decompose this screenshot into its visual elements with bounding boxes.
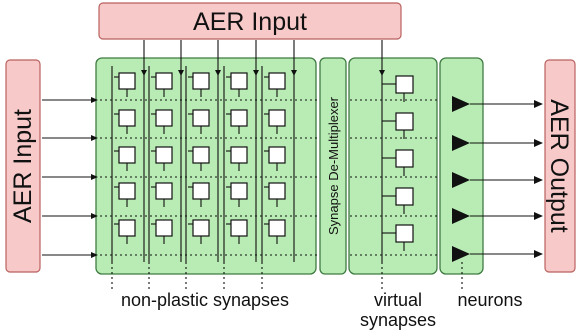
neuron-triangle bbox=[452, 246, 470, 262]
synapse-cell bbox=[268, 146, 286, 164]
synapse-cell bbox=[268, 109, 286, 127]
virtual-column-arrow bbox=[379, 70, 385, 76]
column-input-arrow bbox=[141, 70, 147, 76]
synapse-grid bbox=[42, 40, 318, 290]
non-plastic-synapse-array bbox=[95, 57, 317, 275]
synapses-label: synapses bbox=[360, 310, 436, 330]
synapse-cell bbox=[230, 219, 248, 237]
neuron-triangle bbox=[452, 208, 470, 224]
synapse-cell bbox=[155, 146, 173, 164]
virtual-synapse-cell bbox=[395, 75, 414, 94]
aer-output-right-box bbox=[544, 59, 576, 273]
synapse-cell bbox=[268, 72, 286, 90]
virtual-synapse-cell bbox=[395, 112, 414, 131]
neuron-output-arrow bbox=[534, 176, 543, 184]
synapse-cell bbox=[192, 109, 210, 127]
neuron-column bbox=[452, 96, 543, 290]
aer-input-top-box bbox=[98, 2, 402, 40]
aer-input-left-label: AER Input bbox=[9, 109, 37, 223]
synapse-cell bbox=[118, 72, 136, 90]
non-plastic-synapses-label: non-plastic synapses bbox=[121, 290, 289, 310]
neuron-triangle bbox=[452, 96, 470, 112]
neuron-output-arrow bbox=[534, 212, 543, 220]
synapse-cell bbox=[155, 219, 173, 237]
synapse-cell bbox=[192, 146, 210, 164]
column-input-arrow bbox=[291, 70, 297, 76]
synapse-cell bbox=[230, 109, 248, 127]
synapse-cell bbox=[118, 146, 136, 164]
row-input-arrow bbox=[91, 135, 98, 141]
synapse-demultiplexer-label: Synapse De-Multiplexer bbox=[326, 96, 341, 235]
synapse-cell bbox=[192, 182, 210, 200]
synapse-cell bbox=[230, 72, 248, 90]
virtual-synapse-column bbox=[350, 40, 440, 290]
neuron-array bbox=[439, 57, 484, 275]
synapse-cell bbox=[155, 109, 173, 127]
neuron-output-arrow bbox=[534, 100, 543, 108]
neuron-triangle bbox=[452, 172, 470, 188]
neuron-output-arrow bbox=[534, 250, 543, 258]
row-input-arrow bbox=[91, 213, 98, 219]
synapse-cell bbox=[192, 219, 210, 237]
synapse-demultiplexer-block bbox=[319, 57, 347, 275]
aer-input-top-label: AER Input bbox=[193, 8, 307, 36]
virtual-synapse-cell bbox=[395, 187, 414, 206]
row-input-arrow bbox=[91, 252, 98, 258]
virtual-synapse-cell bbox=[395, 149, 414, 168]
synapse-cell bbox=[155, 182, 173, 200]
row-input-arrow bbox=[91, 97, 98, 103]
synapse-cell bbox=[155, 72, 173, 90]
neurons-label: neurons bbox=[457, 290, 522, 310]
synapse-cell bbox=[118, 182, 136, 200]
synapse-cell bbox=[118, 219, 136, 237]
synapse-cell bbox=[118, 109, 136, 127]
aer-input-left-box bbox=[5, 59, 41, 273]
neuron-triangle bbox=[452, 135, 470, 151]
aer-output-right-label: AER Output bbox=[545, 99, 573, 232]
synapse-cell bbox=[192, 72, 210, 90]
synapse-cell bbox=[268, 219, 286, 237]
virtual-label: virtual bbox=[374, 290, 422, 310]
neuron-output-arrow bbox=[534, 139, 543, 147]
virtual-synapse-array bbox=[348, 57, 438, 275]
column-input-arrow bbox=[178, 70, 184, 76]
synapse-cell bbox=[230, 146, 248, 164]
virtual-synapse-cell bbox=[395, 224, 414, 243]
synapse-cell bbox=[230, 182, 248, 200]
row-input-arrow bbox=[91, 174, 98, 180]
column-input-arrow bbox=[215, 70, 221, 76]
column-input-arrow bbox=[253, 70, 259, 76]
synapse-cell bbox=[268, 182, 286, 200]
